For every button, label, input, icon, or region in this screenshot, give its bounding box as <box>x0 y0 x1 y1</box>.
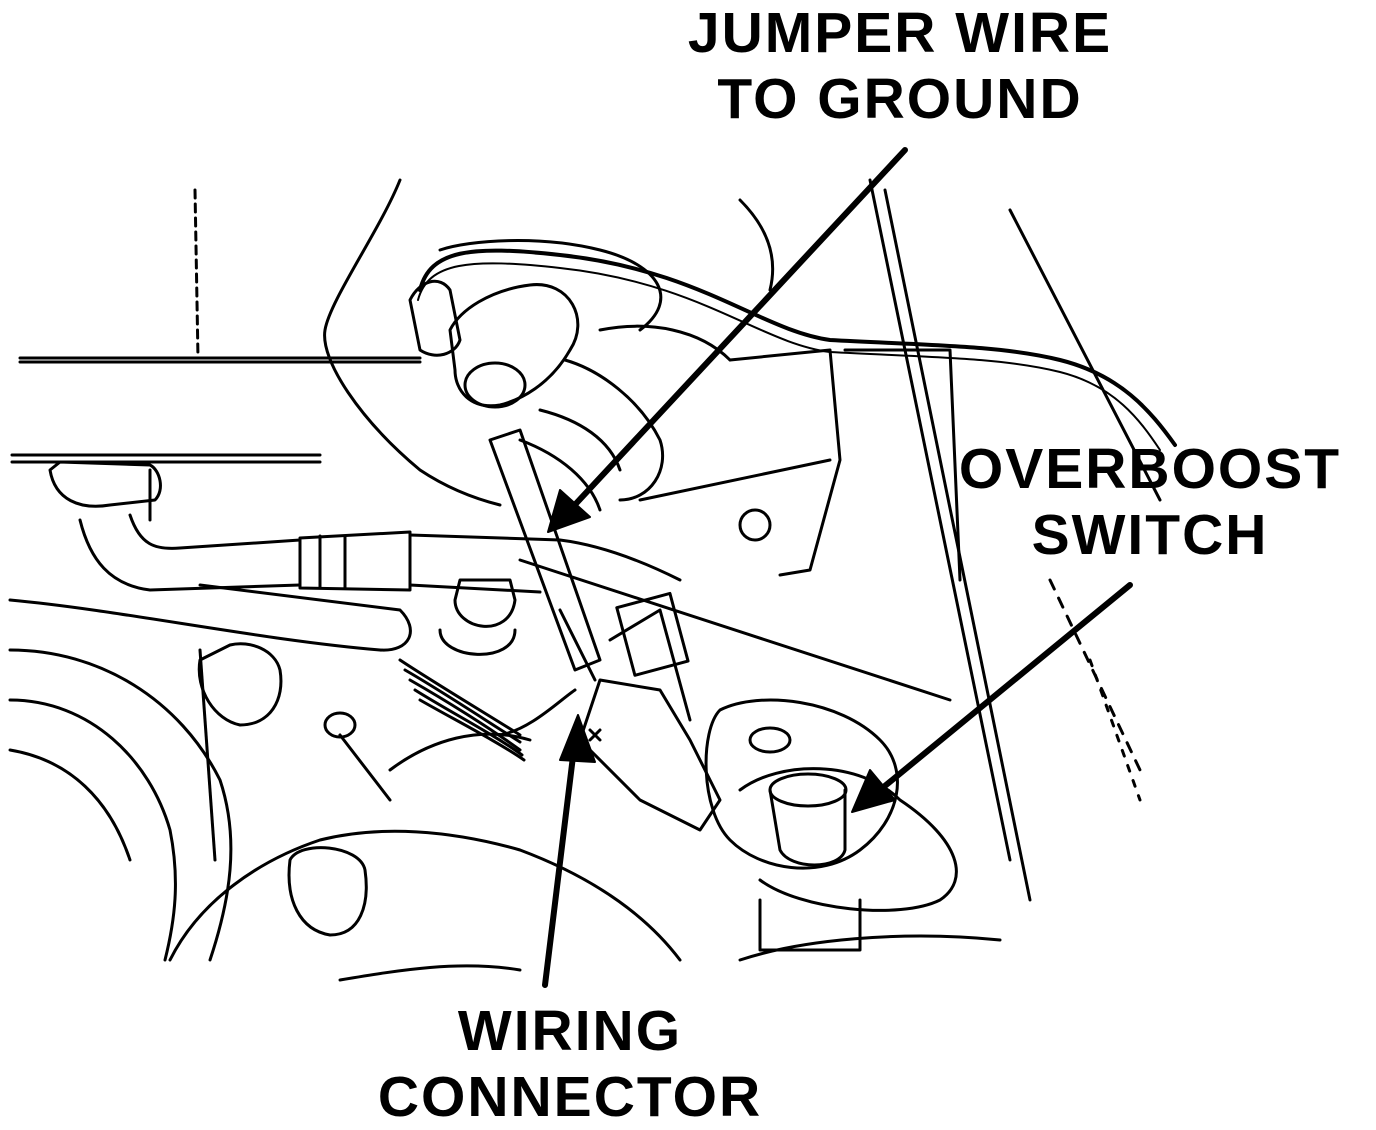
wiring-harness <box>388 658 577 772</box>
wiring-connector-label-line1: WIRING <box>457 999 683 1063</box>
test-probe <box>488 428 602 682</box>
overboost-switch-label-line1: OVERBOOST <box>958 437 1342 501</box>
wiring-connector-label-line2: CONNECTOR <box>377 1065 763 1129</box>
jumper-wire-label-line1: JUMPER WIRE <box>687 1 1113 65</box>
jumper-wire-label: JUMPER WIRE TO GROUND <box>640 0 1160 132</box>
vacuum-hose <box>48 460 682 594</box>
overboost-switch-body <box>704 508 958 952</box>
overboost-switch-label: OVERBOOST SWITCH <box>925 436 1375 568</box>
overboost-leader <box>877 582 1133 793</box>
engine-frame <box>10 178 1162 902</box>
wiring-connector-label: WIRING CONNECTOR <box>330 998 810 1130</box>
engine-components <box>8 578 1002 982</box>
connector-arrowhead <box>559 714 596 763</box>
leader-arrows <box>542 147 1133 988</box>
connector-leader <box>542 737 578 988</box>
jumper-wire-arrowhead <box>547 489 591 533</box>
technician-hand <box>323 178 775 512</box>
overboost-switch-label-line2: SWITCH <box>1031 503 1269 567</box>
connector-body <box>578 591 722 832</box>
overboost-arrowhead <box>851 769 896 813</box>
jumper-wire <box>417 248 1177 451</box>
jumper-wire-label-line2: TO GROUND <box>717 67 1083 131</box>
jumper-wire-leader <box>567 147 908 513</box>
